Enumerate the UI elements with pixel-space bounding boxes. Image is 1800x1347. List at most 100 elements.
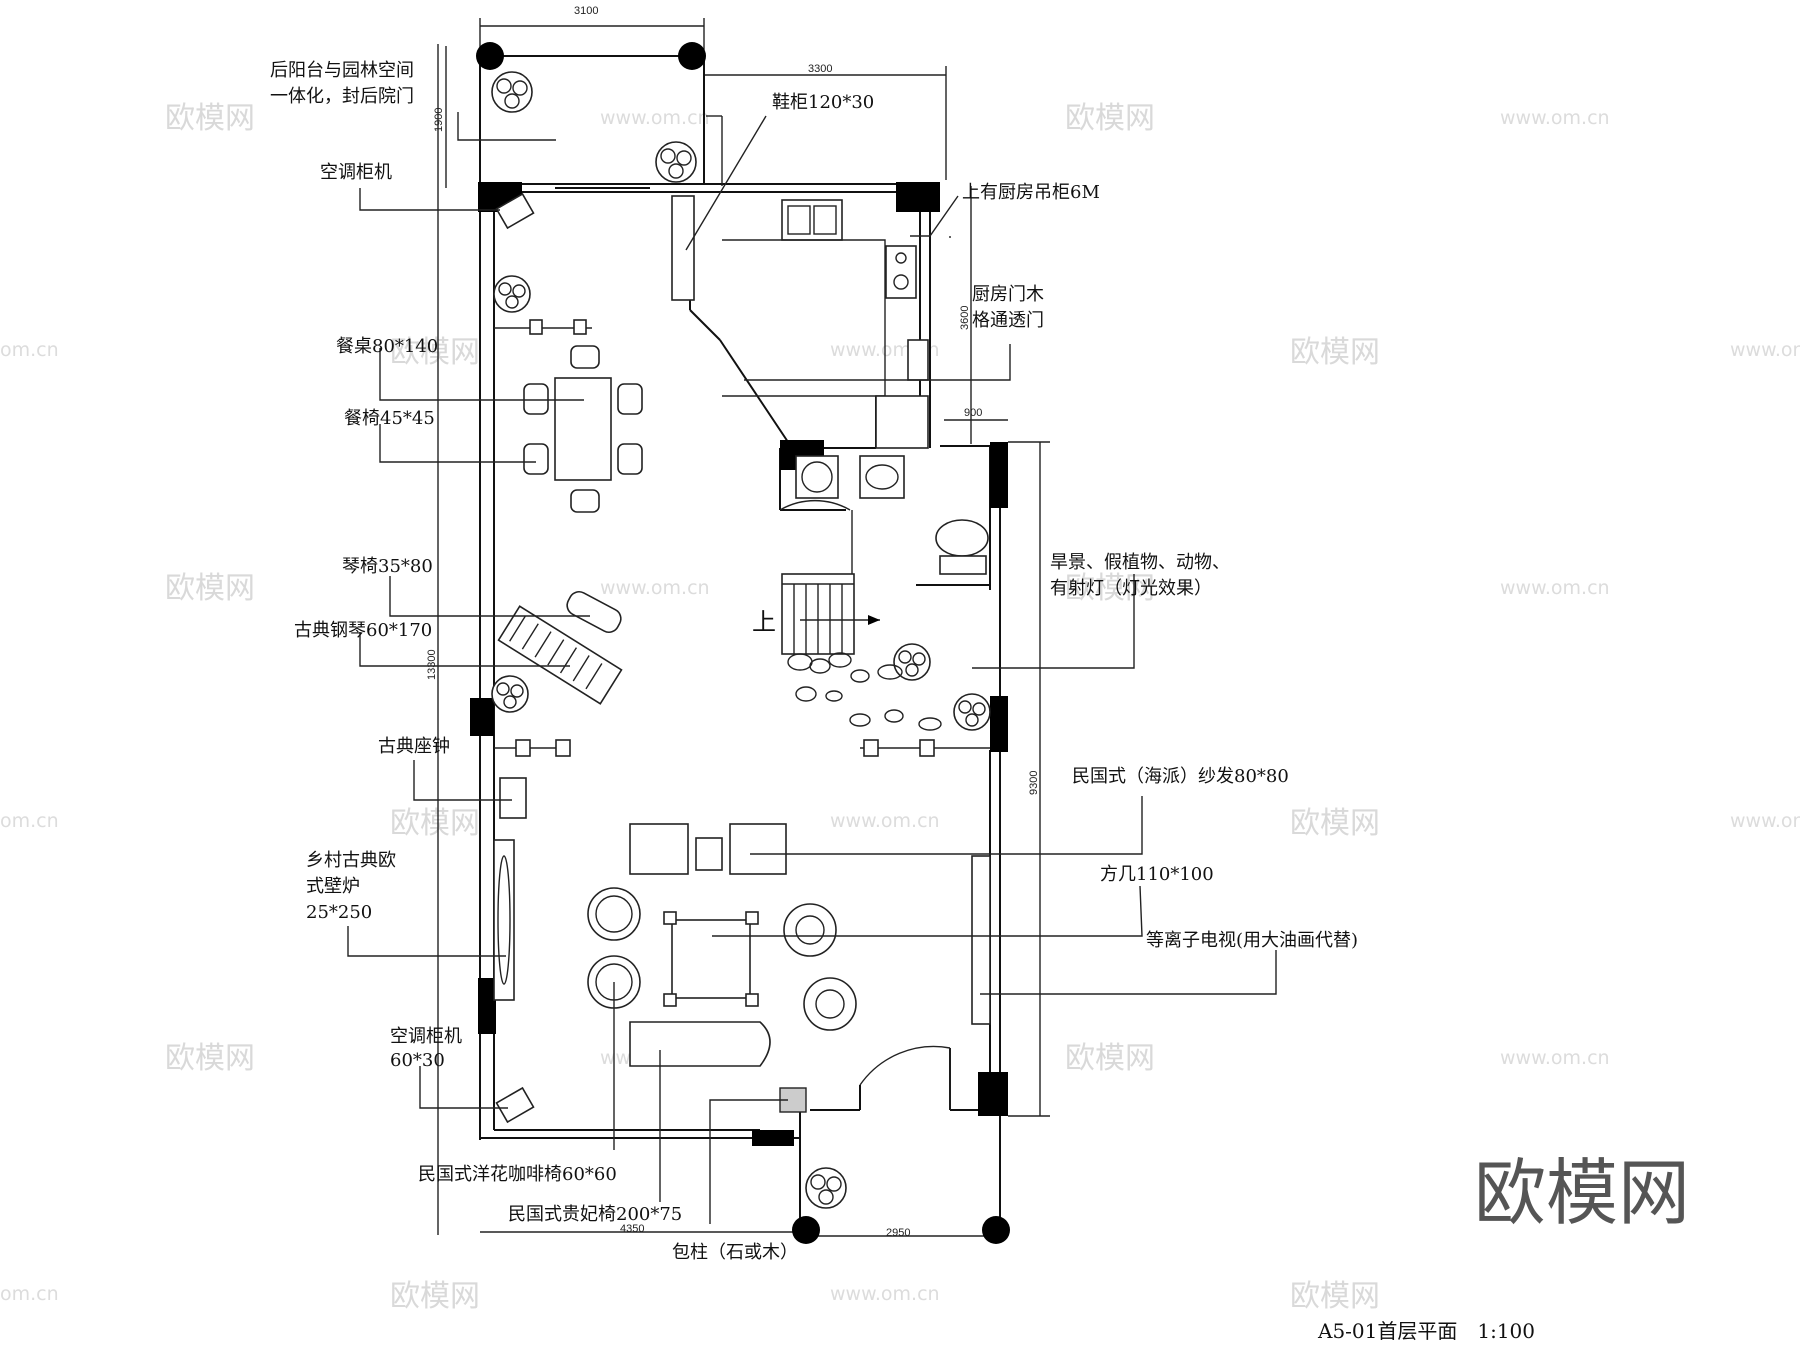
label-ac-bottom-1: 空调柜机 [390, 1026, 462, 1047]
label-fireplace-3: 25*250 [306, 902, 372, 923]
ac-unit-top [495, 192, 535, 230]
washer [795, 455, 839, 499]
toilet-icon [935, 519, 989, 575]
column-icon [990, 442, 1008, 508]
column-icon [476, 42, 504, 70]
plant-icon [953, 693, 991, 731]
watermark-url: www.om.cn [1500, 1047, 1610, 1069]
watermark-text: 欧模网 [390, 1279, 480, 1314]
plant-icon [805, 1167, 847, 1209]
watermark-url: om.cn [0, 339, 59, 361]
tv [971, 855, 991, 1025]
column-icon [678, 42, 706, 70]
column-icon [978, 1072, 1008, 1116]
dining-chair [523, 443, 549, 475]
watermark-text: 欧模网 [1290, 1279, 1380, 1314]
columns [470, 42, 1010, 1244]
watermark-url: www.om.cn [1730, 339, 1800, 361]
watermark-text: 欧模网 [165, 571, 255, 606]
dim-bottom-left-width: 4350 [620, 1223, 644, 1235]
fireplace [493, 839, 515, 1001]
label-sofa: 民国式（海派）纱发80*80 [1072, 766, 1289, 787]
watermark-url: www.om.cn [1500, 107, 1610, 129]
label-back-balcony-2: 一体化，封后院门 [270, 86, 414, 107]
watermark-text: 欧模网 [390, 806, 480, 841]
label-tv: 等离子电视(用大油画代替) [1146, 930, 1358, 951]
square-table [671, 919, 751, 999]
watermark-url: om.cn [0, 1283, 59, 1305]
label-chaise: 民国式贵妃椅200*75 [508, 1204, 682, 1225]
label-clock: 古典座钟 [378, 736, 450, 757]
dim-right-height: 9300 [1028, 771, 1040, 795]
column-icon [792, 1216, 820, 1244]
watermark-text: 欧模网 [1065, 1041, 1155, 1076]
label-landscape-2: 有射灯（灯光效果） [1050, 578, 1212, 599]
ac-unit-bottom [495, 1086, 535, 1124]
piano [497, 605, 623, 705]
label-landscape-1: 旱景、假植物、动物、 [1050, 552, 1230, 573]
dining-chair [523, 383, 549, 415]
label-piano-stool: 琴椅35*80 [342, 556, 433, 577]
dim-total-height: 13300 [426, 649, 438, 680]
armchair [803, 977, 857, 1031]
furniture [493, 115, 991, 1124]
stove-icon [885, 245, 917, 299]
leader-lines [347, 112, 1277, 1224]
label-shoe-cabinet: 鞋柜120*30 [772, 92, 874, 113]
watermark-text: 欧模网 [1065, 101, 1155, 136]
watermark-text: 欧模网 [1065, 571, 1155, 606]
watermark-text: 欧模网 [390, 335, 480, 370]
watermark-url: www.om.cn [830, 810, 940, 832]
plant-icon [491, 71, 533, 113]
landscape-stones [787, 652, 942, 731]
armchair [783, 903, 837, 957]
label-coffee-chair: 民国式洋花咖啡椅60*60 [418, 1164, 617, 1185]
column-icon [752, 1130, 794, 1146]
drawing-title: A5-01首层平面 1:100 [1317, 1319, 1535, 1343]
label-back-balcony-1: 后阳台与园林空间 [270, 60, 414, 81]
chaise [629, 1021, 771, 1067]
column-icon [982, 1216, 1010, 1244]
column-icon [896, 182, 940, 212]
dining-table [554, 377, 612, 481]
piano-stool [566, 590, 622, 634]
shoe-cabinet [671, 195, 695, 301]
dim-top-right-width: 3300 [808, 63, 832, 75]
label-ac-bottom-2: 60*30 [390, 1050, 445, 1071]
dining-chair [570, 345, 600, 369]
sofa [629, 823, 689, 875]
dim-small-width: 900 [964, 407, 982, 419]
plants [491, 71, 991, 1209]
dim-kitchen-height: 3600 [959, 306, 971, 330]
label-ac-top: 空调柜机 [320, 162, 392, 183]
column-icon [470, 698, 494, 736]
dim-top-width: 3100 [574, 5, 598, 17]
label-dining-chair: 餐椅45*45 [344, 408, 435, 429]
dim-left-upper-height: 1900 [433, 108, 445, 132]
annotation-labels: 后阳台与园林空间 一体化，封后院门 空调柜机 鞋柜120*30 上有厨房吊柜6M… [270, 60, 1358, 1263]
dimension-lines: 3100 3300 1900 3600 900 13300 9300 4350 … [426, 5, 1050, 1239]
label-piano: 古典钢琴60*170 [294, 620, 432, 641]
plant-icon [491, 675, 529, 713]
label-dining-table: 餐桌80*140 [336, 336, 438, 357]
label-fireplace-1: 乡村古典欧 [306, 850, 396, 871]
dining-chair [617, 383, 643, 415]
label-column: 包柱（石或木） [672, 1242, 798, 1263]
watermark-text: 欧模网 [1290, 335, 1380, 370]
watermark-url: www.om.cn [830, 1283, 940, 1305]
label-kitchen-door-1: 厨房门木 [972, 284, 1044, 305]
dining-chair [617, 443, 643, 475]
label-fireplace-2: 式壁炉 [306, 876, 360, 897]
sofa [729, 823, 787, 875]
watermark-url: www.om.cn [600, 107, 710, 129]
dim-bottom-right-width: 2950 [886, 1227, 910, 1239]
label-kitchen-cabinet: 上有厨房吊柜6M [962, 182, 1100, 203]
washbasin-icon [859, 455, 905, 499]
watermark-url: www.om.cn [1730, 810, 1800, 832]
watermark-text: 欧模网 [165, 1041, 255, 1076]
dining-chair [570, 489, 600, 513]
watermark-text: 欧模网 [165, 101, 255, 136]
watermark-url: www.om.cn [600, 577, 710, 599]
